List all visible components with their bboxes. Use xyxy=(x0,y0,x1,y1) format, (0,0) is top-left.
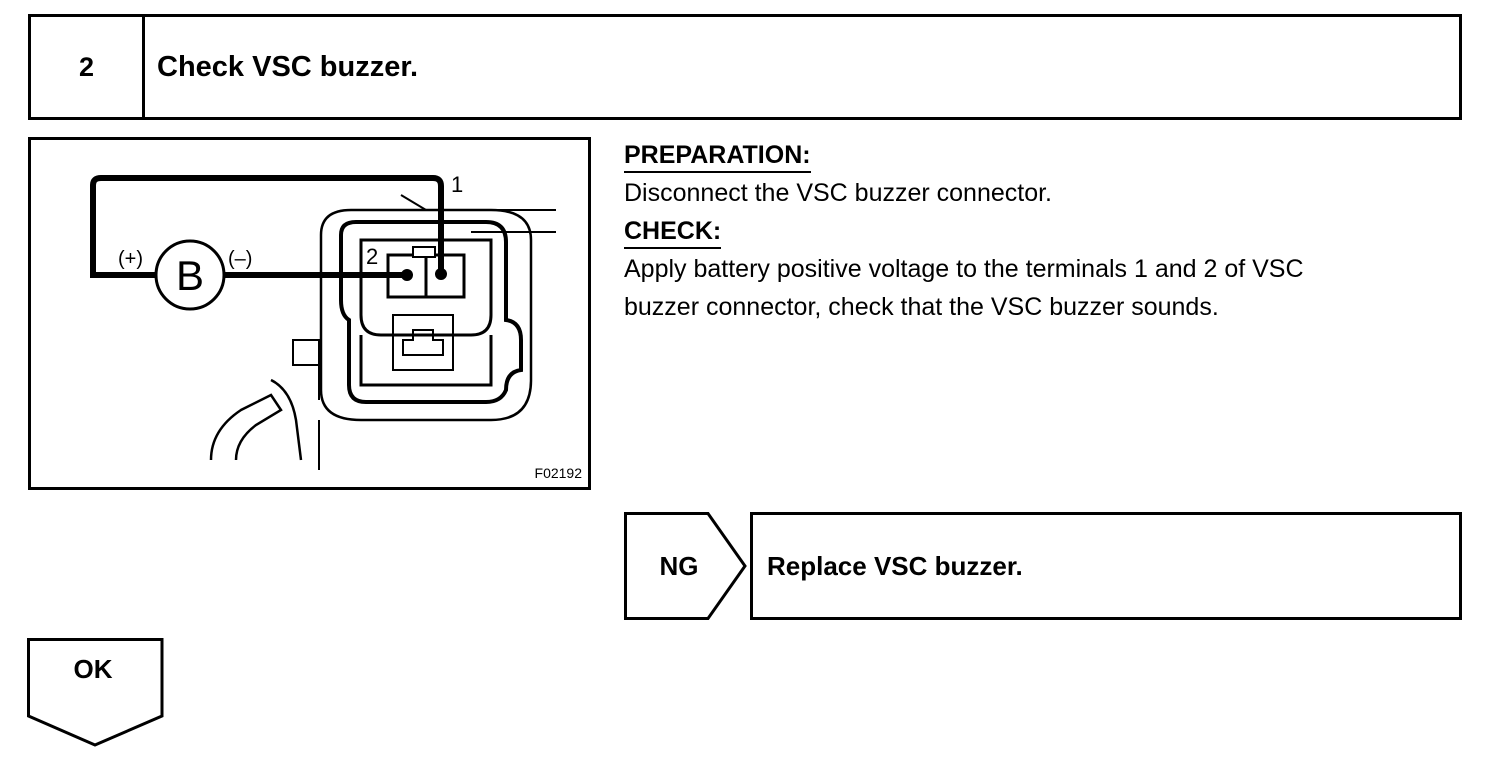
connector-lower-frame xyxy=(359,335,493,387)
negative-polarity-label: (–) xyxy=(228,248,252,270)
preparation-text: Disconnect the VSC buzzer connector. xyxy=(624,179,1053,207)
preparation-heading: PREPARATION: xyxy=(624,139,811,173)
ng-action-text: Replace VSC buzzer. xyxy=(767,550,1023,581)
ok-result-tag: OK xyxy=(27,638,165,748)
bracket-outline xyxy=(292,339,320,400)
connector-body-inner xyxy=(339,220,523,404)
connector-illustration: B (+) (–) 1 2 F02192 xyxy=(28,137,591,490)
mount-outline xyxy=(400,194,556,211)
connector-cavity xyxy=(359,238,493,337)
connector-diagram-svg: B (+) (–) 1 2 xyxy=(90,172,556,470)
instructions: PREPARATION: Disconnect the VSC buzzer c… xyxy=(624,136,1474,326)
latch-detail xyxy=(402,329,444,356)
figure-id: F02192 xyxy=(534,465,582,481)
positive-polarity-label: (+) xyxy=(118,248,143,270)
step-header: 2 Check VSC buzzer. xyxy=(28,14,1462,120)
ng-action-box: Replace VSC buzzer. xyxy=(750,512,1462,620)
check-text-line-2: buzzer connector, check that the VSC buz… xyxy=(624,293,1219,321)
step-number: 2 xyxy=(31,17,145,117)
step-title: Check VSC buzzer. xyxy=(157,50,419,83)
terminal-tab xyxy=(412,246,436,258)
ok-label: OK xyxy=(73,654,113,684)
ng-result-tag: NG xyxy=(624,512,748,620)
clip-outline xyxy=(209,393,283,461)
clip-outline-2 xyxy=(270,378,303,461)
ng-label: NG xyxy=(659,550,699,581)
positive-lead-wire xyxy=(90,175,444,278)
connector-body-outer xyxy=(319,208,533,422)
check-heading: CHECK: xyxy=(624,215,722,249)
terminal-1-probe xyxy=(435,268,447,280)
battery-label: B xyxy=(176,252,204,299)
latch-outline xyxy=(392,314,454,371)
terminal-2-probe xyxy=(401,269,413,281)
battery-symbol xyxy=(154,239,226,311)
terminal-2-label: 2 xyxy=(366,244,378,269)
check-text-line-1: Apply battery positive voltage to the te… xyxy=(624,255,1304,283)
terminal-1-label: 1 xyxy=(451,172,463,197)
